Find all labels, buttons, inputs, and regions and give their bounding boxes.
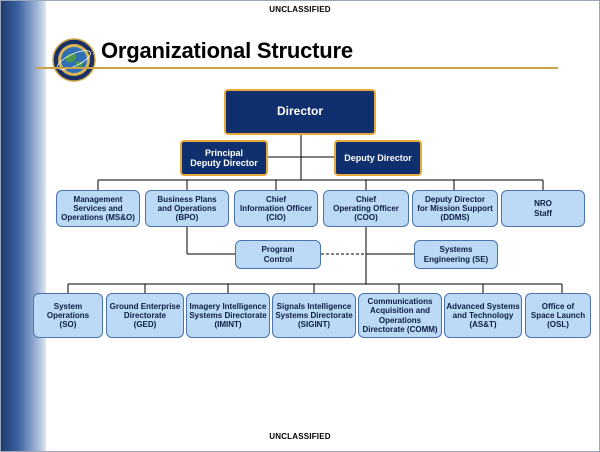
org-box-ddms[interactable]: Deputy Director for Mission Support (DDM… xyxy=(412,190,498,227)
org-box-osl[interactable]: Office of Space Launch (OSL) xyxy=(525,293,591,338)
org-box-coo[interactable]: Chief Operating Officer (COO) xyxy=(323,190,409,227)
org-box-label: Communications Acquisition and Operation… xyxy=(362,297,438,334)
director-label: Director xyxy=(276,104,323,119)
org-box-so[interactable]: System Operations (SO) xyxy=(33,293,103,338)
org-box-imint[interactable]: Imagery Intelligence Systems Directorate… xyxy=(186,293,270,338)
org-box-label: Systems Engineering (SE) xyxy=(423,245,489,264)
org-box-ast[interactable]: Advanced Systems and Technology (AS&T) xyxy=(444,293,522,338)
org-box-cio[interactable]: Chief Information Officer (CIO) xyxy=(234,190,318,227)
org-box-label: Program Control xyxy=(261,245,295,264)
org-box-nro-staff[interactable]: NRO Staff xyxy=(501,190,585,227)
principal-deputy-director-box[interactable]: Principal Deputy Director xyxy=(180,140,268,176)
page-title: Organizational Structure xyxy=(101,38,353,63)
org-box-program-control[interactable]: Program Control xyxy=(235,240,321,269)
org-box-label: Ground Enterprise Directorate (GED) xyxy=(109,301,181,330)
org-box-systems-engineering[interactable]: Systems Engineering (SE) xyxy=(414,240,498,269)
org-box-sigint[interactable]: Signals Intelligence Systems Directorate… xyxy=(272,293,356,338)
org-box-ged[interactable]: Ground Enterprise Directorate (GED) xyxy=(106,293,184,338)
nro-seal-icon xyxy=(52,38,96,82)
org-box-label: Chief Operating Officer (COO) xyxy=(333,194,399,223)
principal-deputy-director-label: Principal Deputy Director xyxy=(190,147,258,168)
org-box-msno[interactable]: Management Services and Operations (MS&O… xyxy=(56,190,140,227)
left-sidebar-band xyxy=(0,0,46,452)
org-box-label: Business Plans and Operations (BPO) xyxy=(157,194,217,223)
org-box-label: Management Services and Operations (MS&O… xyxy=(61,194,135,223)
org-box-label: NRO Staff xyxy=(534,199,552,218)
org-box-label: System Operations (SO) xyxy=(46,301,90,330)
deputy-director-box[interactable]: Deputy Director xyxy=(334,140,422,176)
org-box-comm[interactable]: Communications Acquisition and Operation… xyxy=(358,293,442,338)
classification-top: UNCLASSIFIED xyxy=(269,5,331,14)
deputy-director-label: Deputy Director xyxy=(344,152,412,163)
org-box-label: Signals Intelligence Systems Directorate… xyxy=(275,301,353,330)
classification-bottom: UNCLASSIFIED xyxy=(269,432,331,441)
director-box[interactable]: Director xyxy=(224,89,376,135)
org-box-label: Imagery Intelligence Systems Directorate… xyxy=(189,301,267,330)
org-box-label: Advanced Systems and Technology (AS&T) xyxy=(446,301,520,330)
org-box-label: Chief Information Officer (CIO) xyxy=(239,194,312,223)
title-underline xyxy=(36,67,558,69)
org-box-label: Deputy Director for Mission Support (DDM… xyxy=(417,194,493,223)
org-box-bpo[interactable]: Business Plans and Operations (BPO) xyxy=(145,190,229,227)
org-box-label: Office of Space Launch (OSL) xyxy=(530,301,586,330)
